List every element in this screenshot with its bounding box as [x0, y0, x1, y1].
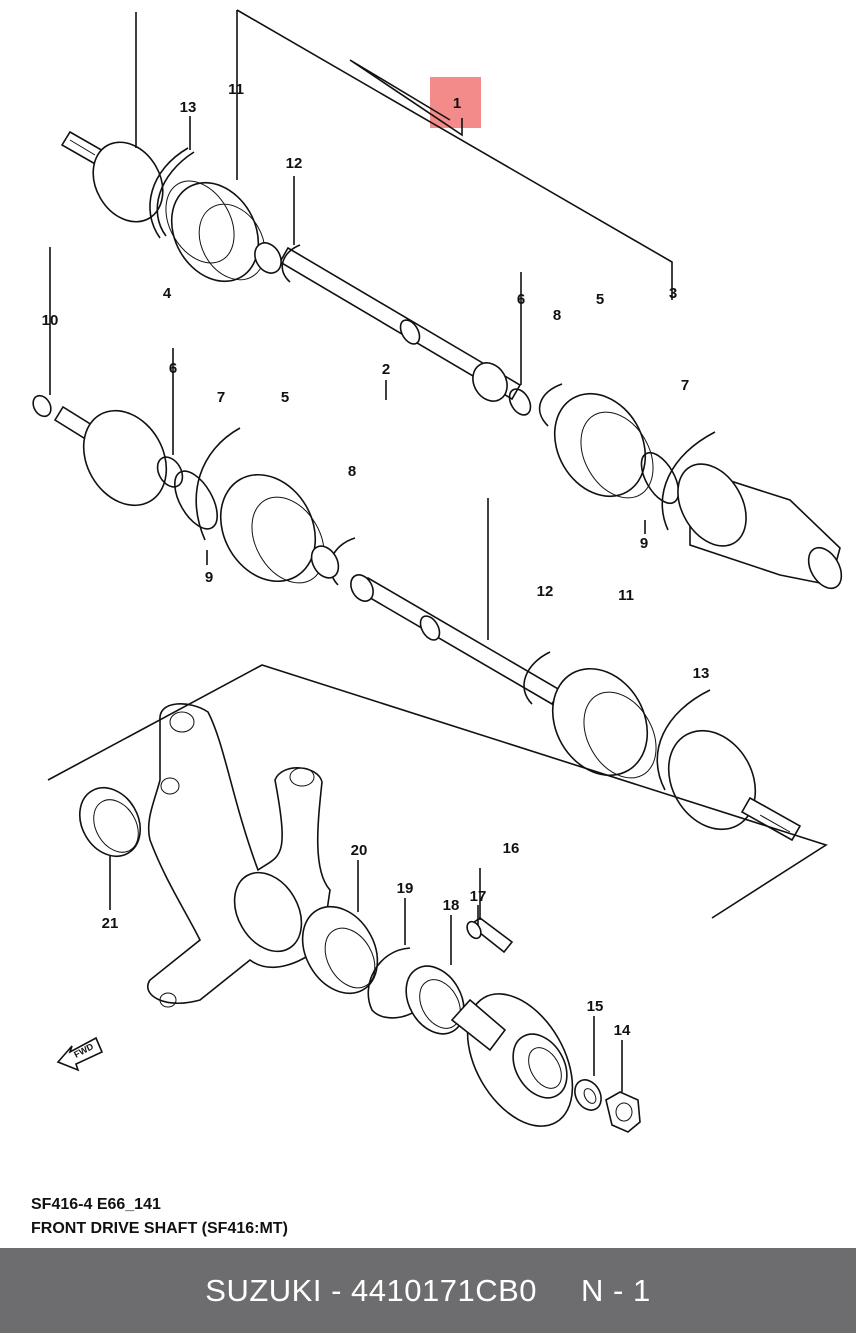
label-part-15: 15: [587, 998, 604, 1015]
diagram-caption: SF416-4 E66_141 FRONT DRIVE SHAFT (SF416…: [31, 1193, 288, 1241]
label-part-11: 11: [618, 587, 634, 604]
label-part-19: 19: [397, 880, 414, 897]
label-part-12: 12: [286, 155, 303, 172]
label-part-14: 14: [614, 1022, 631, 1039]
label-part-3: 3: [669, 285, 677, 302]
label-part-6: 6: [169, 360, 177, 377]
diagram-code: SF416-4 E66_141: [31, 1196, 161, 1213]
label-part-6: 6: [517, 291, 525, 308]
label-part-13: 13: [693, 665, 710, 682]
leader-lines: [47, 9, 828, 1092]
label-part-4: 4: [163, 285, 172, 302]
label-part-1: 1: [453, 95, 461, 112]
label-part-8: 8: [348, 463, 356, 480]
label-part-12: 12: [537, 583, 554, 600]
label-part-9: 9: [205, 569, 213, 586]
part-number-text: SUZUKI - 4410171CB0: [205, 1272, 538, 1308]
exploded-parts-diagram: .ln { fill: none; stroke: #111; stroke-w…: [32, 9, 843, 1133]
knuckle-hub-assembly: FWD: [56, 703, 641, 1133]
label-part-13: 13: [180, 99, 197, 116]
part-labels: 1 11 13 12 6 8 5 3 7 9 4 10 2 6 7 5 8 9 …: [42, 81, 710, 1039]
footer-bar: SUZUKI - 4410171CB0 N - 1: [0, 1248, 856, 1333]
lower-drive-shaft: [32, 394, 802, 842]
upper-drive-shaft: [60, 130, 843, 590]
label-part-18: 18: [443, 897, 460, 914]
label-part-16: 16: [503, 840, 520, 857]
label-part-5: 5: [281, 389, 289, 406]
label-part-7: 7: [217, 389, 225, 406]
label-part-11: 11: [228, 81, 244, 98]
label-part-17: 17: [470, 888, 487, 905]
label-part-8: 8: [553, 307, 561, 324]
label-part-21: 21: [102, 915, 119, 932]
diagram-title: FRONT DRIVE SHAFT (SF416:MT): [31, 1220, 288, 1237]
label-part-7: 7: [681, 377, 689, 394]
label-part-5: 5: [596, 291, 604, 308]
label-part-20: 20: [351, 842, 368, 859]
fwd-arrow-icon: FWD: [56, 1036, 104, 1072]
label-part-9: 9: [640, 535, 648, 552]
label-part-10: 10: [42, 312, 59, 329]
label-part-2: 2: [382, 361, 390, 378]
page-indicator: N - 1: [581, 1272, 651, 1308]
